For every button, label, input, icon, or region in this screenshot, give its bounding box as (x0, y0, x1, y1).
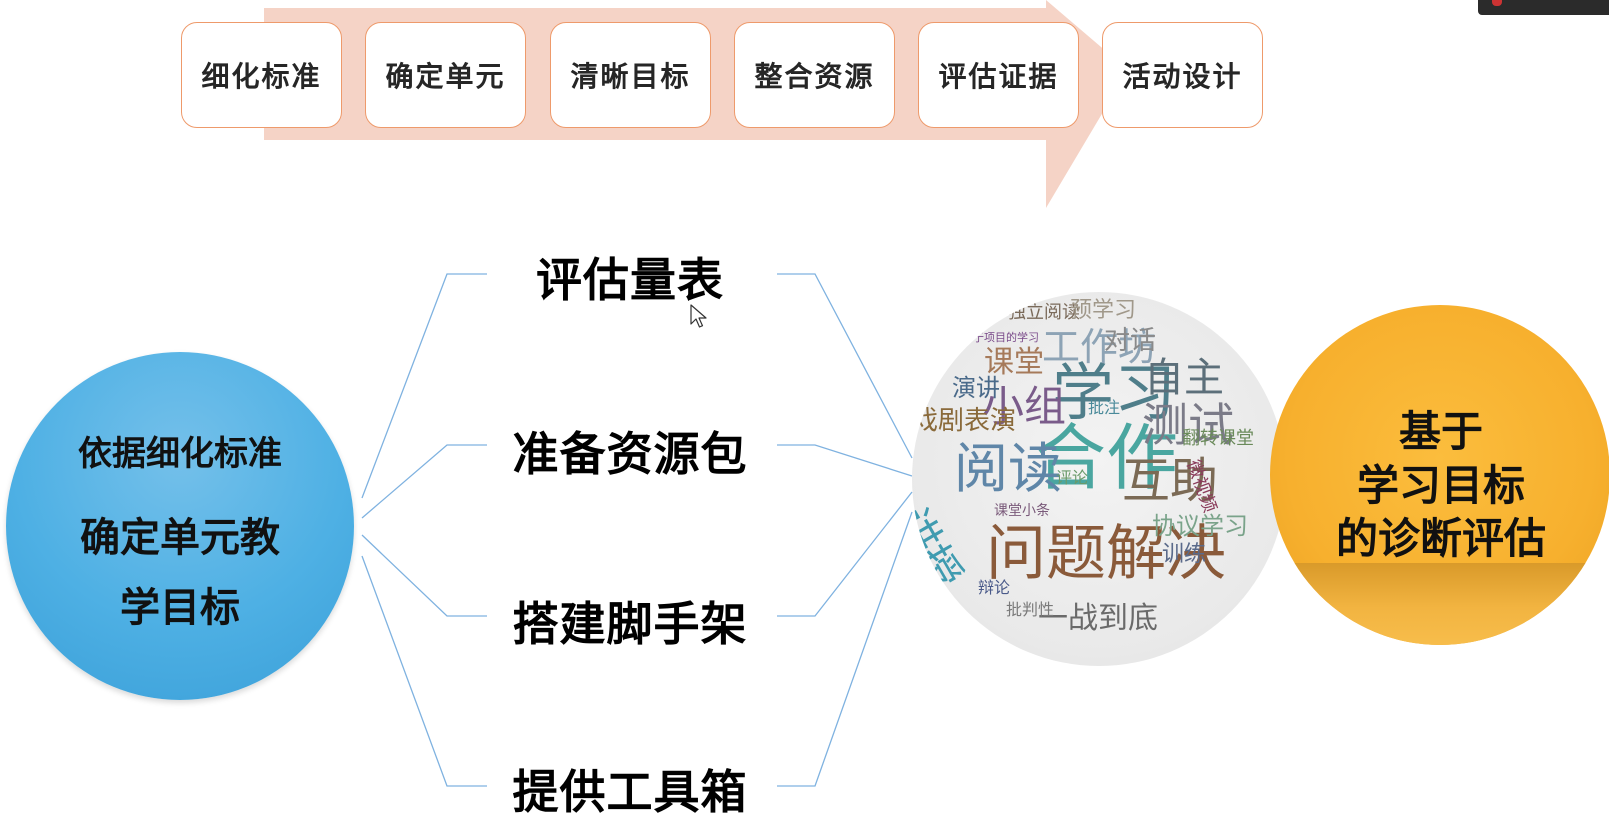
connector-right-2 (777, 491, 913, 617)
diagnostic-assessment-circle (1270, 305, 1609, 645)
cloud-word: 独立阅读 (1008, 302, 1080, 323)
word-cloud-circle: 问题解决 合作 学习 阅读 小组 互助 测试 讲授 自主 工作坊 课堂 对话 戏… (912, 292, 1286, 666)
unit-goal-text-line2: 确定单元教 (80, 515, 280, 561)
cloud-word: 阅读 (954, 437, 1062, 500)
item-resource-pack: 准备资源包 (512, 427, 748, 481)
cloud-word: 一战到底 (1038, 601, 1158, 636)
recording-indicator-icon (1492, 0, 1502, 6)
cloud-word: 训练 (1162, 542, 1207, 567)
cloud-word: 批判性 (1006, 600, 1055, 619)
item-toolbox: 提供工具箱 (512, 765, 748, 819)
cloud-word: 工作坊 (1042, 325, 1157, 369)
cloud-word: 合作 (1034, 416, 1179, 500)
step-box-activity-design: 活动设计 (1102, 22, 1263, 128)
step-box-clear-goals: 清晰目标 (550, 22, 711, 128)
cloud-word: 辩论 (978, 578, 1011, 597)
cloud-word: 课堂 (984, 345, 1044, 380)
unit-goal-circle (6, 352, 354, 700)
step-box-integrate-resources: 整合资源 (734, 22, 895, 128)
cloud-word: 演讲 (952, 374, 1000, 402)
connector-right-0 (777, 273, 913, 459)
connector-left-2 (361, 534, 487, 617)
circle-shadow-band (1270, 563, 1609, 645)
cloud-word: 翻转课堂 (1182, 428, 1254, 449)
step-box-evaluate-evidence: 评估证据 (918, 22, 1079, 128)
cloud-word: 自主 (1144, 355, 1224, 401)
diagnostic-text-line2: 学习目标 (1356, 461, 1525, 510)
cloud-word: 学习 (1052, 356, 1177, 429)
unit-goal-text-line3: 学目标 (120, 585, 240, 631)
step-box-refine-standards: 细化标准 (181, 22, 342, 128)
connector-left-1 (361, 444, 487, 519)
mouse-pointer-icon (690, 304, 707, 328)
cloud-word: 测试 (1142, 398, 1234, 452)
connector-right-3 (777, 511, 913, 787)
cloud-word: 讲授 (912, 500, 972, 598)
item-scaffolding: 搭建脚手架 (512, 597, 748, 651)
connector-left-3 (361, 555, 487, 787)
cloud-word: 基于项目的学习 (962, 331, 1039, 344)
cloud-word: 戏剧表演 (912, 406, 1017, 436)
connector-right-1 (777, 444, 913, 477)
cloud-word: 问题解决 (986, 519, 1226, 589)
unit-goal-text-line1: 依据细化标准 (78, 434, 282, 474)
step-box-define-unit: 确定单元 (365, 22, 526, 128)
cloud-word: 小组 (982, 382, 1067, 431)
cloud-word: 对话 (1104, 326, 1157, 356)
cloud-word: 互助 (1122, 453, 1219, 509)
cloud-word: 批注 (1088, 398, 1121, 417)
diagnostic-text-line3: 的诊断评估 (1335, 514, 1546, 563)
connector-left-0 (361, 273, 487, 499)
item-assessment-rubric: 评估量表 (536, 253, 724, 307)
screen-share-toolbar[interactable] (1478, 0, 1609, 15)
cloud-word: 协议学习 (1152, 512, 1248, 540)
cloud-word: 课堂小条 (994, 503, 1050, 519)
cloud-word: 预学习 (1070, 298, 1137, 323)
diagnostic-text-line1: 基于 (1398, 407, 1483, 456)
cloud-word: 评论 (1056, 468, 1089, 487)
